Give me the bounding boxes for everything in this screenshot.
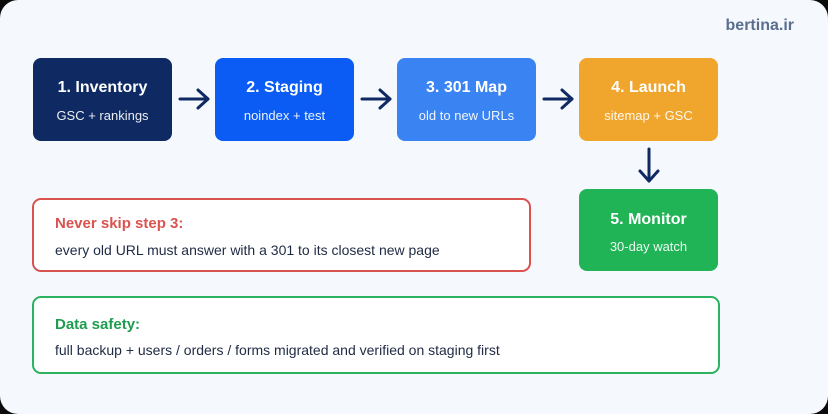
step-subtitle: old to new URLs	[418, 108, 515, 123]
step-subtitle: GSC + rankings	[56, 108, 149, 123]
step-monitor: 5. Monitor 30-day watch	[579, 189, 718, 271]
brand-watermark: bertina.ir	[725, 17, 794, 34]
warning-callout: Never skip step 3: every old URL must an…	[32, 198, 531, 272]
step-title: 3. 301 Map	[426, 79, 507, 96]
data-safety-callout: Data safety: full backup + users / order…	[32, 296, 720, 374]
arrow-down-icon	[638, 147, 660, 183]
step-staging: 2. Staging noindex + test	[215, 58, 354, 141]
safety-body: full backup + users / orders / forms mig…	[55, 342, 500, 358]
step-title: 1. Inventory	[57, 79, 148, 96]
step-subtitle: noindex + test	[243, 108, 326, 123]
step-subtitle: sitemap + GSC	[604, 108, 693, 123]
step-title: 5. Monitor	[610, 211, 687, 228]
step-title: 2. Staging	[246, 79, 323, 96]
step-subtitle: 30-day watch	[609, 239, 688, 254]
arrow-right-icon	[360, 88, 392, 110]
warning-heading: Never skip step 3:	[55, 215, 184, 232]
step-title: 4. Launch	[611, 79, 686, 96]
safety-heading: Data safety:	[55, 316, 141, 333]
arrow-right-icon	[542, 88, 574, 110]
step-inventory: 1. Inventory GSC + rankings	[33, 58, 172, 141]
step-301-map: 3. 301 Map old to new URLs	[397, 58, 536, 141]
step-launch: 4. Launch sitemap + GSC	[579, 58, 718, 141]
arrow-right-icon	[178, 88, 210, 110]
warning-body: every old URL must answer with a 301 to …	[55, 242, 440, 258]
